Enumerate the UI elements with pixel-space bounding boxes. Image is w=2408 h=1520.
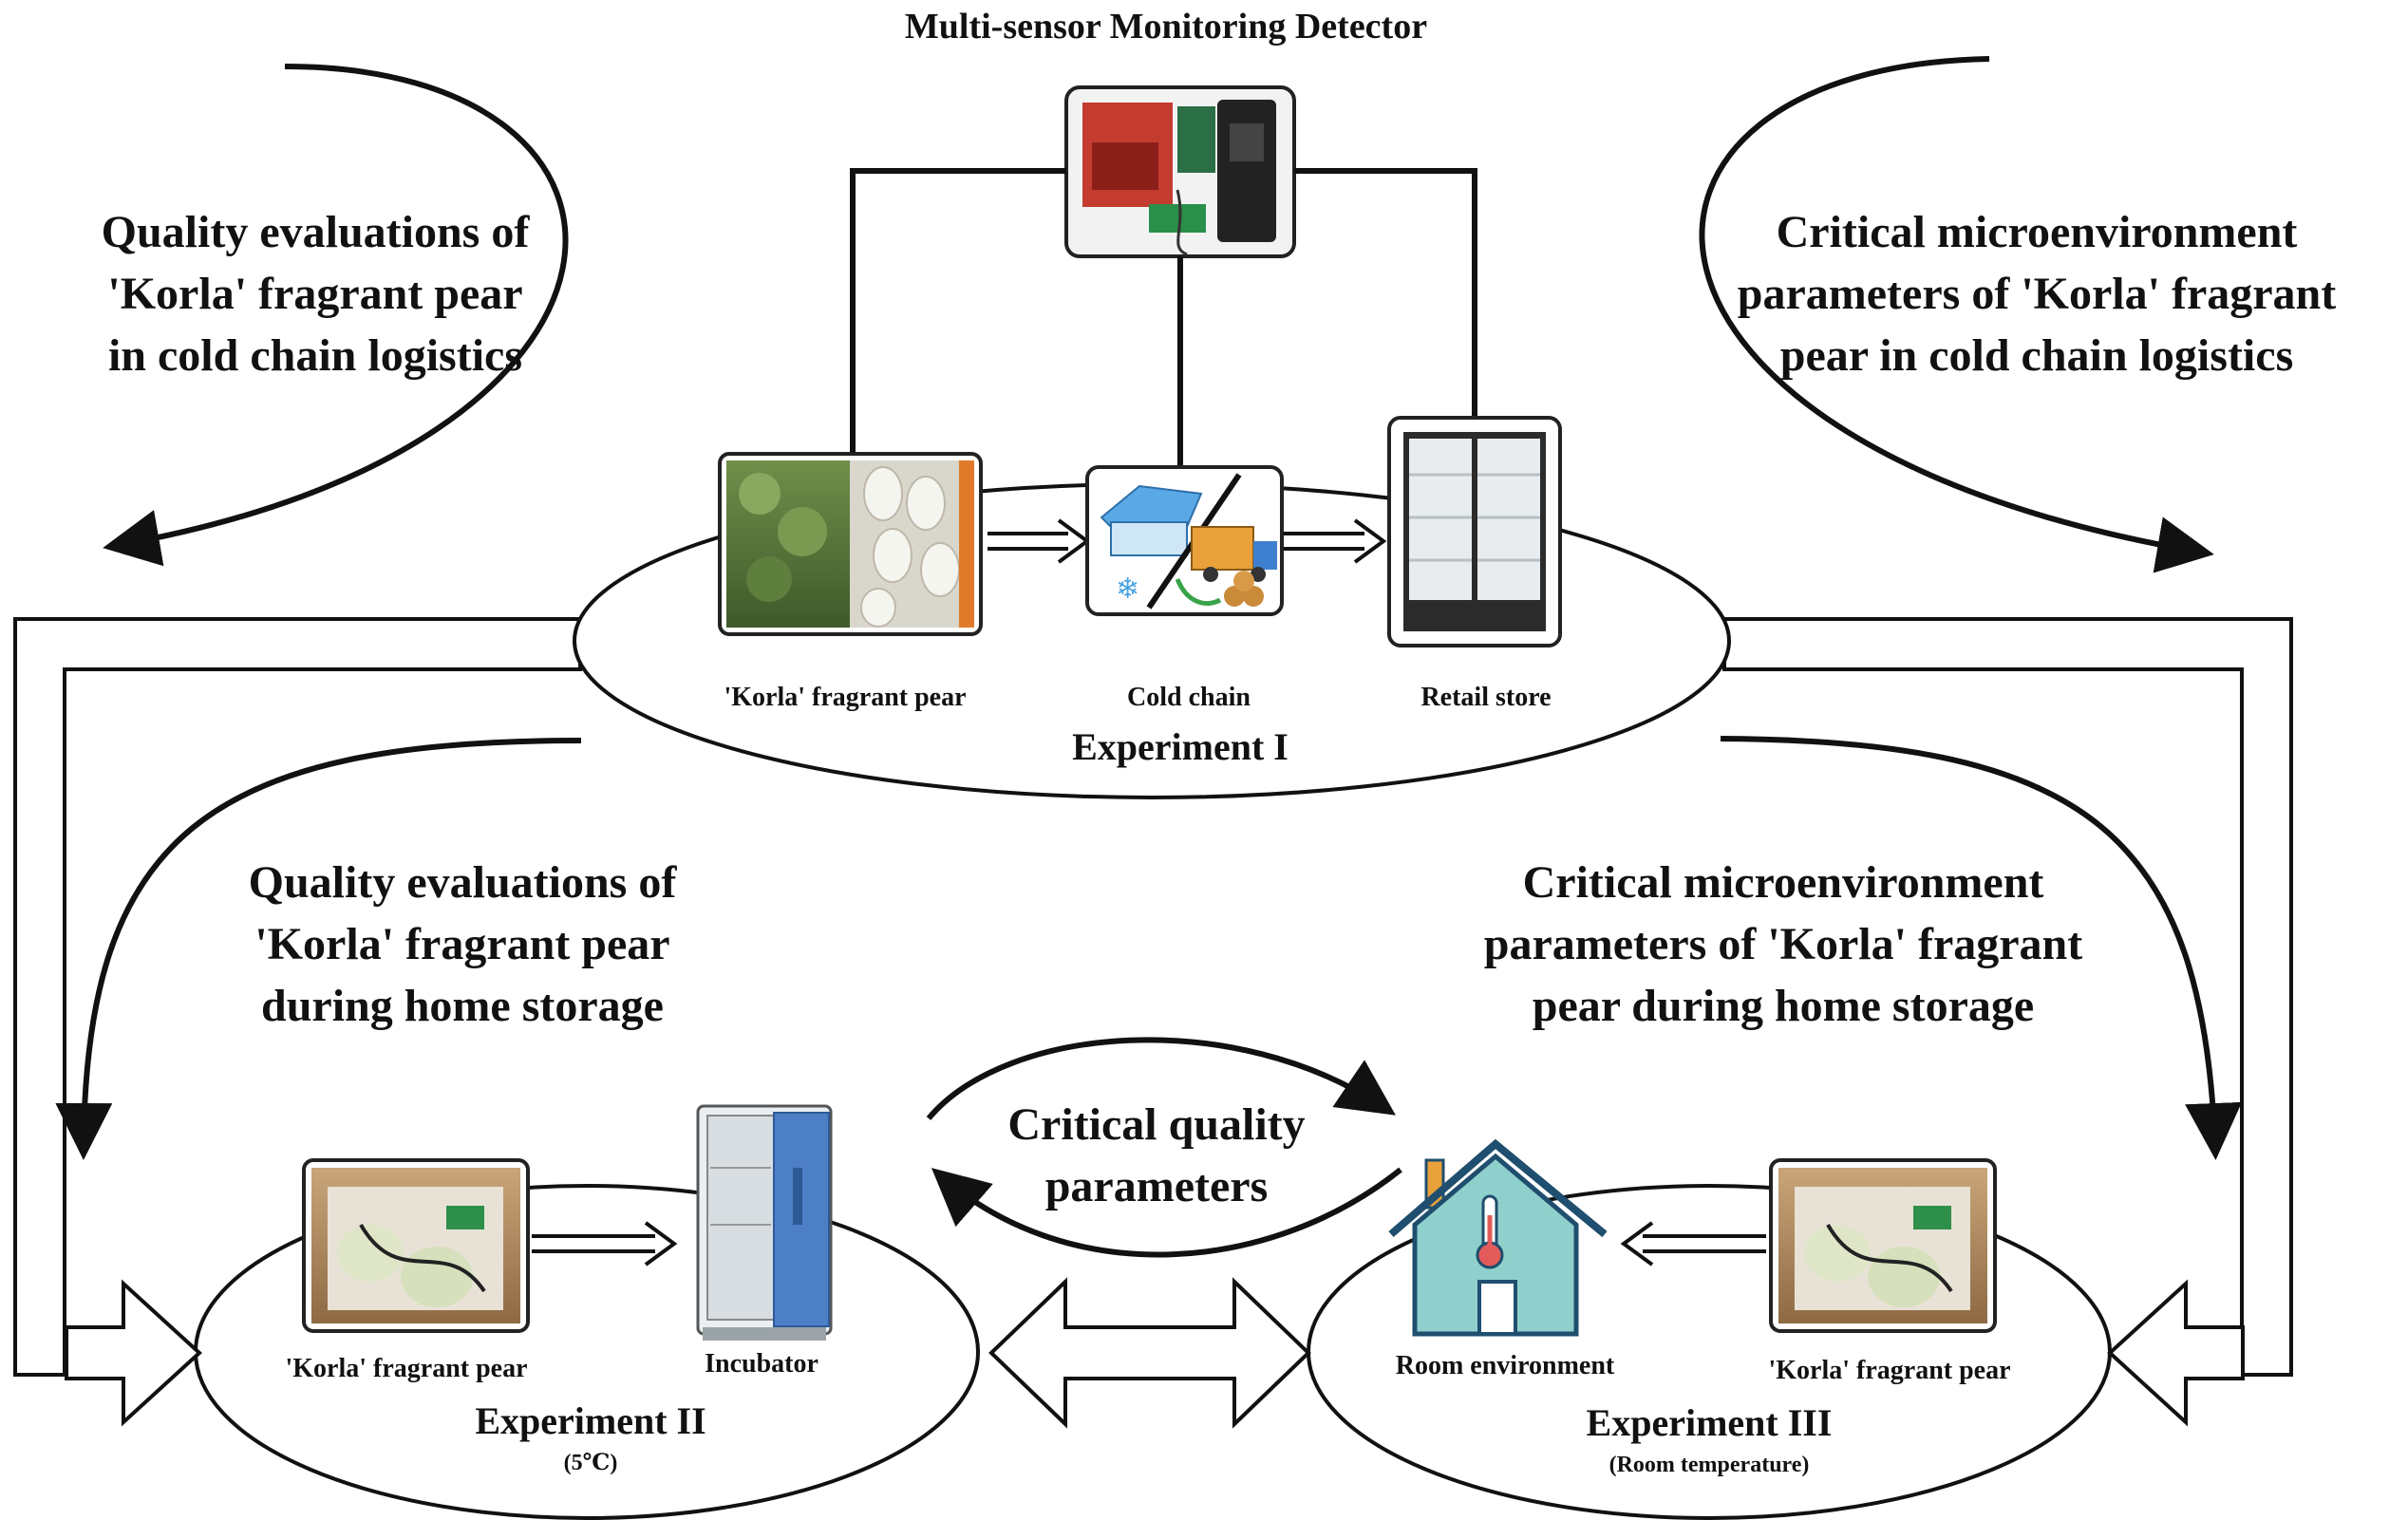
exp2-label-pear: 'Korla' fragrant pear bbox=[285, 1354, 527, 1383]
center-curved-arrow-top bbox=[926, 1037, 1396, 1120]
sensor-line-right bbox=[1294, 168, 1477, 418]
right-top-note-line-3: pear in cold chain logistics bbox=[1780, 330, 2294, 381]
house-icon bbox=[1388, 1138, 1608, 1337]
left-mid-note-line-1: Quality evaluations of bbox=[249, 857, 678, 908]
left-top-note: Quality evaluations of 'Korla' fragrant … bbox=[102, 207, 531, 381]
right-top-note: Critical microenvironment parameters of … bbox=[1738, 207, 2336, 381]
exp3-pear-box-photo bbox=[1769, 1158, 1997, 1333]
exp3-label-pear: 'Korla' fragrant pear bbox=[1768, 1356, 2010, 1385]
retail-store-icon bbox=[1387, 416, 1562, 647]
diagram-title: Multi-sensor Monitoring Detector bbox=[905, 7, 1427, 47]
exp3-double-arrow bbox=[1620, 1221, 1766, 1267]
exp1-label-pear: 'Korla' fragrant pear bbox=[724, 683, 966, 712]
pear-tree-photo bbox=[718, 452, 983, 636]
right-mid-curved-arrow bbox=[1720, 736, 2243, 1160]
center-note-line-1: Critical quality bbox=[1007, 1099, 1305, 1150]
exp1-title: Experiment I bbox=[1072, 725, 1289, 768]
exp3-label-room-environment: Room environment bbox=[1396, 1351, 1615, 1380]
exp2-double-arrow bbox=[532, 1221, 678, 1267]
sensor-device-image bbox=[1064, 85, 1296, 258]
center-curved-arrow-bottom bbox=[931, 1167, 1402, 1258]
right-top-curved-arrow bbox=[1699, 56, 2214, 573]
bidirectional-hollow-arrow bbox=[988, 1277, 1311, 1429]
exp2-pear-box-photo bbox=[302, 1158, 530, 1333]
exp1-label-cold-chain: Cold chain bbox=[1127, 683, 1251, 712]
double-arrow-coldchain-to-store bbox=[1284, 518, 1387, 564]
left-mid-note-line-2: 'Korla' fragrant pear bbox=[254, 919, 669, 969]
cold-chain-icon: ❄ bbox=[1085, 465, 1284, 616]
right-hollow-arrow bbox=[2107, 1279, 2245, 1427]
exp1-label-retail-store: Retail store bbox=[1420, 683, 1551, 712]
exp3-title: Experiment III bbox=[1587, 1401, 1833, 1444]
exp2-title: Experiment II bbox=[475, 1399, 705, 1442]
sensor-line-left bbox=[850, 168, 1066, 454]
left-top-note-line-3: in cold chain logistics bbox=[108, 330, 522, 381]
left-mid-note-line-3: during home storage bbox=[261, 981, 664, 1031]
right-top-note-line-2: parameters of 'Korla' fragrant bbox=[1738, 269, 2336, 319]
exp3-subtitle: (Room temperature) bbox=[1609, 1453, 1810, 1477]
left-hollow-arrow bbox=[65, 1279, 202, 1427]
right-mid-note-line-1: Critical microenvironment bbox=[1523, 857, 2044, 908]
right-mid-note-line-3: pear during home storage bbox=[1533, 981, 2034, 1031]
left-mid-curved-arrow bbox=[55, 738, 582, 1160]
svg-text:❄: ❄ bbox=[1116, 572, 1139, 606]
center-note-line-2: parameters bbox=[1045, 1161, 1269, 1211]
left-top-note-line-1: Quality evaluations of bbox=[102, 207, 531, 257]
exp2-label-incubator: Incubator bbox=[705, 1349, 818, 1379]
incubator-icon bbox=[696, 1104, 833, 1341]
right-top-note-line-1: Critical microenvironment bbox=[1777, 207, 2298, 257]
left-top-curved-arrow bbox=[103, 64, 569, 567]
right-mid-note-line-2: parameters of 'Korla' fragrant bbox=[1484, 919, 2082, 969]
left-top-note-line-2: 'Korla' fragrant pear bbox=[107, 269, 522, 319]
exp2-subtitle: (5℃) bbox=[564, 1451, 618, 1475]
right-mid-note: Critical microenvironment parameters of … bbox=[1484, 857, 2082, 1031]
left-mid-note: Quality evaluations of 'Korla' fragrant … bbox=[249, 857, 678, 1031]
